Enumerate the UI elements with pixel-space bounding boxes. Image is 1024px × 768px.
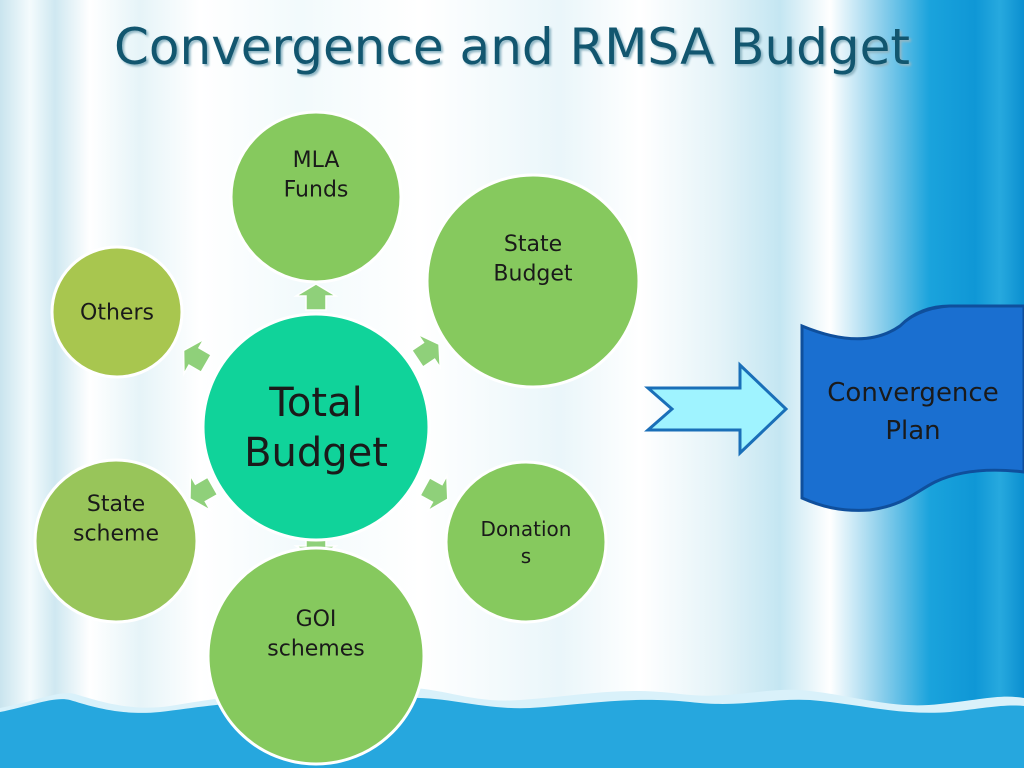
goi-schemes-label-line-1: GOI	[296, 607, 337, 632]
connector-arrow-icon	[419, 473, 449, 513]
plan-label-line-2: Plan	[885, 416, 940, 446]
hub-circle	[201, 312, 431, 542]
others-label-line-1: Others	[80, 301, 154, 326]
connector-arrow-icon	[189, 472, 219, 513]
goi-schemes-circle	[206, 546, 426, 766]
convergence-plan-shape	[800, 304, 1024, 512]
connector-arrow-icon	[410, 332, 442, 371]
state-budget-label-line-2: Budget	[493, 262, 573, 287]
right-arrow-icon	[644, 361, 789, 457]
satellite-group: MLAFundsStateBudgetDonationsGOIschemesSt…	[33, 110, 641, 766]
convergence-plan-node: Convergence Plan	[800, 304, 1024, 512]
state-scheme-node: State scheme	[33, 458, 199, 624]
plan-label-line-1: Convergence	[827, 378, 998, 408]
state-budget-circle	[425, 173, 641, 389]
donations-label-line-2: s	[521, 544, 531, 568]
donations-node: Donation s	[444, 460, 608, 624]
hub-label-line-1: Total	[268, 380, 362, 426]
goi-schemes-label-line-2: schemes	[267, 637, 364, 662]
connector-arrow-icon	[182, 337, 213, 377]
hub-node: Total Budget	[201, 312, 431, 542]
connector-arrow-icon	[293, 283, 339, 311]
scroll-curl-bottom	[934, 469, 1024, 483]
state-scheme-label-line-1: State	[87, 492, 145, 517]
donations-circle	[444, 460, 608, 624]
mla-funds-node: MLA Funds	[229, 110, 403, 284]
hub-label-line-2: Budget	[244, 430, 388, 476]
goi-schemes-node: GOI schemes	[206, 546, 426, 766]
donations-label-line-1: Donation	[481, 517, 572, 541]
mla-funds-label-line-2: Funds	[284, 178, 349, 203]
slide-title: Convergence and RMSA Budget	[114, 18, 910, 76]
state-scheme-circle	[33, 458, 199, 624]
state-budget-label-line-1: State	[504, 232, 562, 257]
others-circle	[50, 245, 184, 379]
mla-funds-circle	[229, 110, 403, 284]
mla-funds-label-line-1: MLA	[293, 148, 340, 173]
state-scheme-label-line-2: scheme	[73, 522, 159, 547]
others-node: Others	[50, 245, 184, 379]
scroll-curl-top	[899, 305, 961, 327]
